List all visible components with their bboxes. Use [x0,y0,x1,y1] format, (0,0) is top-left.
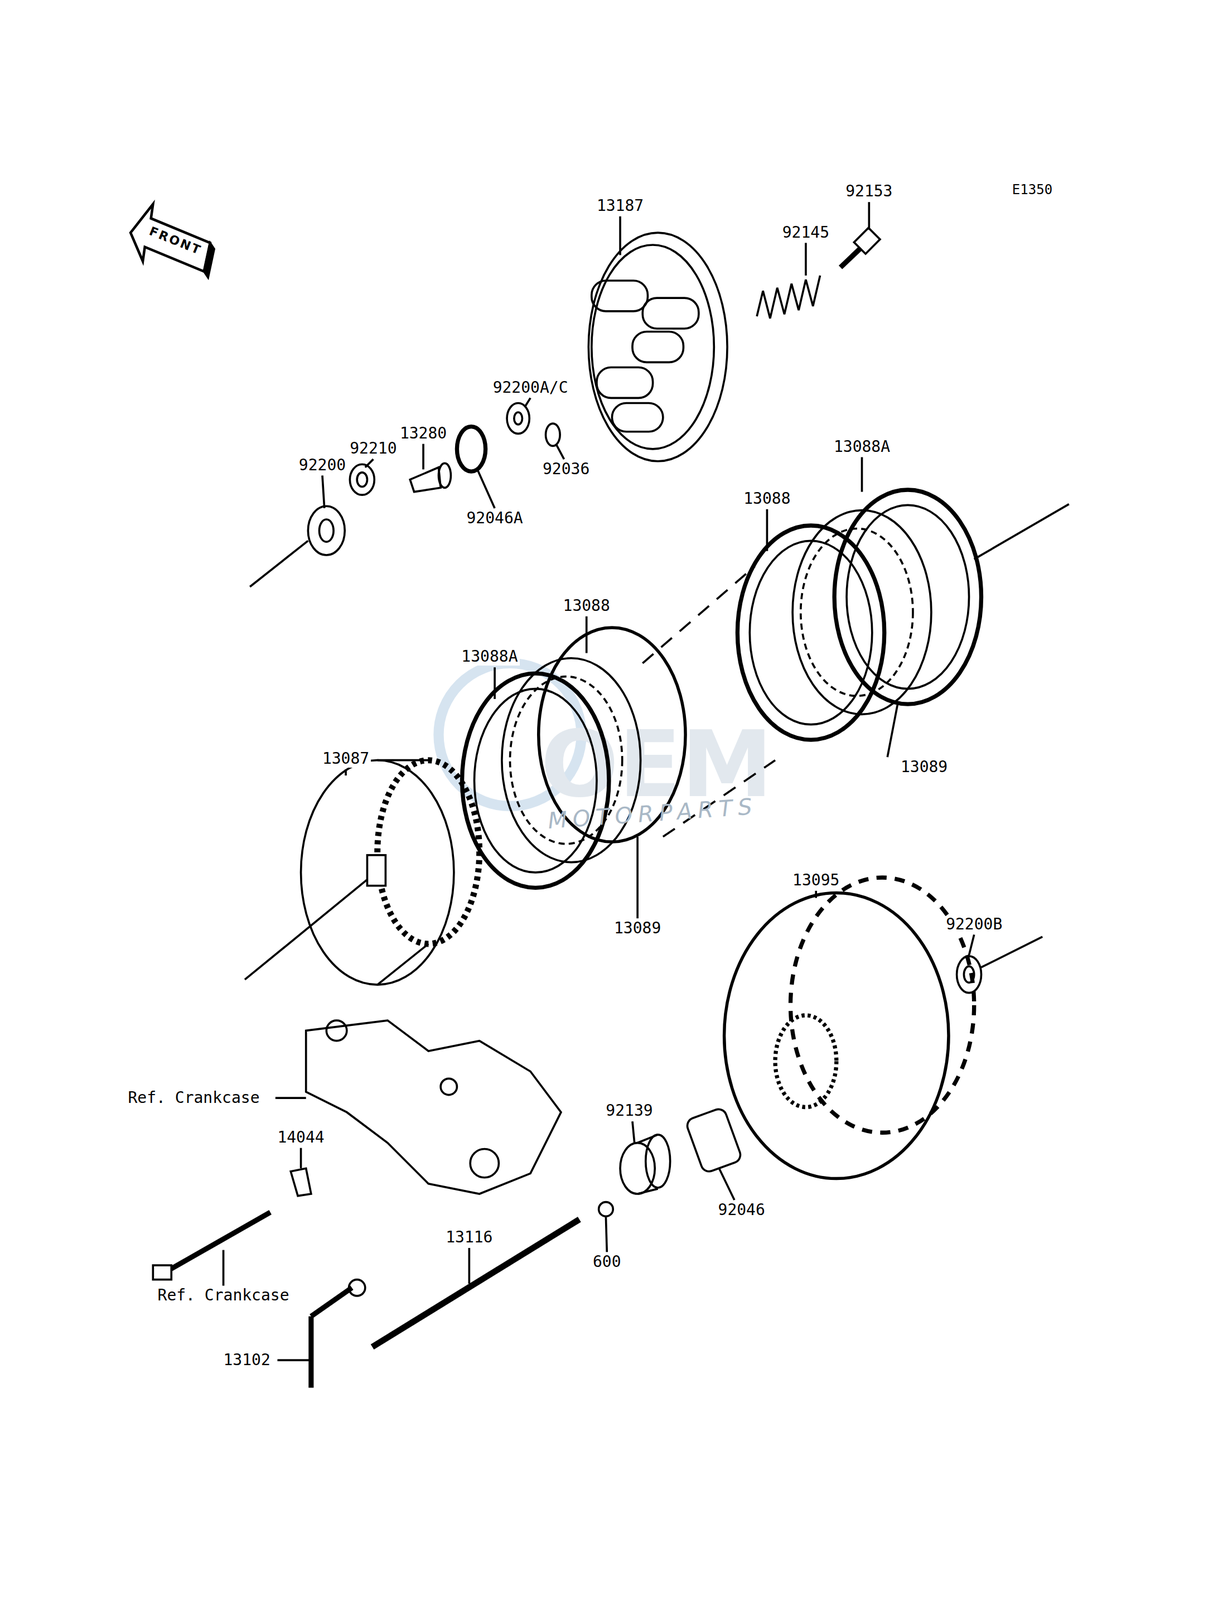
callout-number: 13116 [443,1228,495,1246]
callout-number: 92200B [944,915,1004,934]
callout-number: 13088 [561,597,612,615]
callout-number: 13089 [612,919,663,937]
reference-note: Ref. Crankcase [156,1286,292,1304]
callout-number: 14044 [275,1128,326,1147]
callout-number: 13280 [398,424,449,443]
callout-number: 13088 [741,490,792,508]
callout-number: 92046 [716,1201,767,1219]
callout-number: 92200 [297,456,348,475]
figure-code: E1350 [1010,182,1055,197]
callout-number: 13102 [221,1351,272,1369]
callout-number: 13088A [832,438,892,456]
callout-number: 92210 [347,440,399,458]
callout-number: 92200A/C [491,379,570,397]
callout-number: 13088A [459,648,520,666]
callout-number: 92046A [464,509,525,528]
callout-number: 92145 [780,224,831,242]
callout-number: 92036 [540,460,592,478]
callout-number: 600 [591,1253,623,1271]
callout-number: 13087 [320,750,371,768]
callout-number: 92139 [603,1101,655,1120]
callout-number: 13089 [898,758,950,776]
callout-number: 13095 [790,871,841,889]
callout-number: 92153 [843,182,894,201]
callout-number: 13187 [595,197,646,215]
reference-note: Ref. Crankcase [126,1089,262,1107]
